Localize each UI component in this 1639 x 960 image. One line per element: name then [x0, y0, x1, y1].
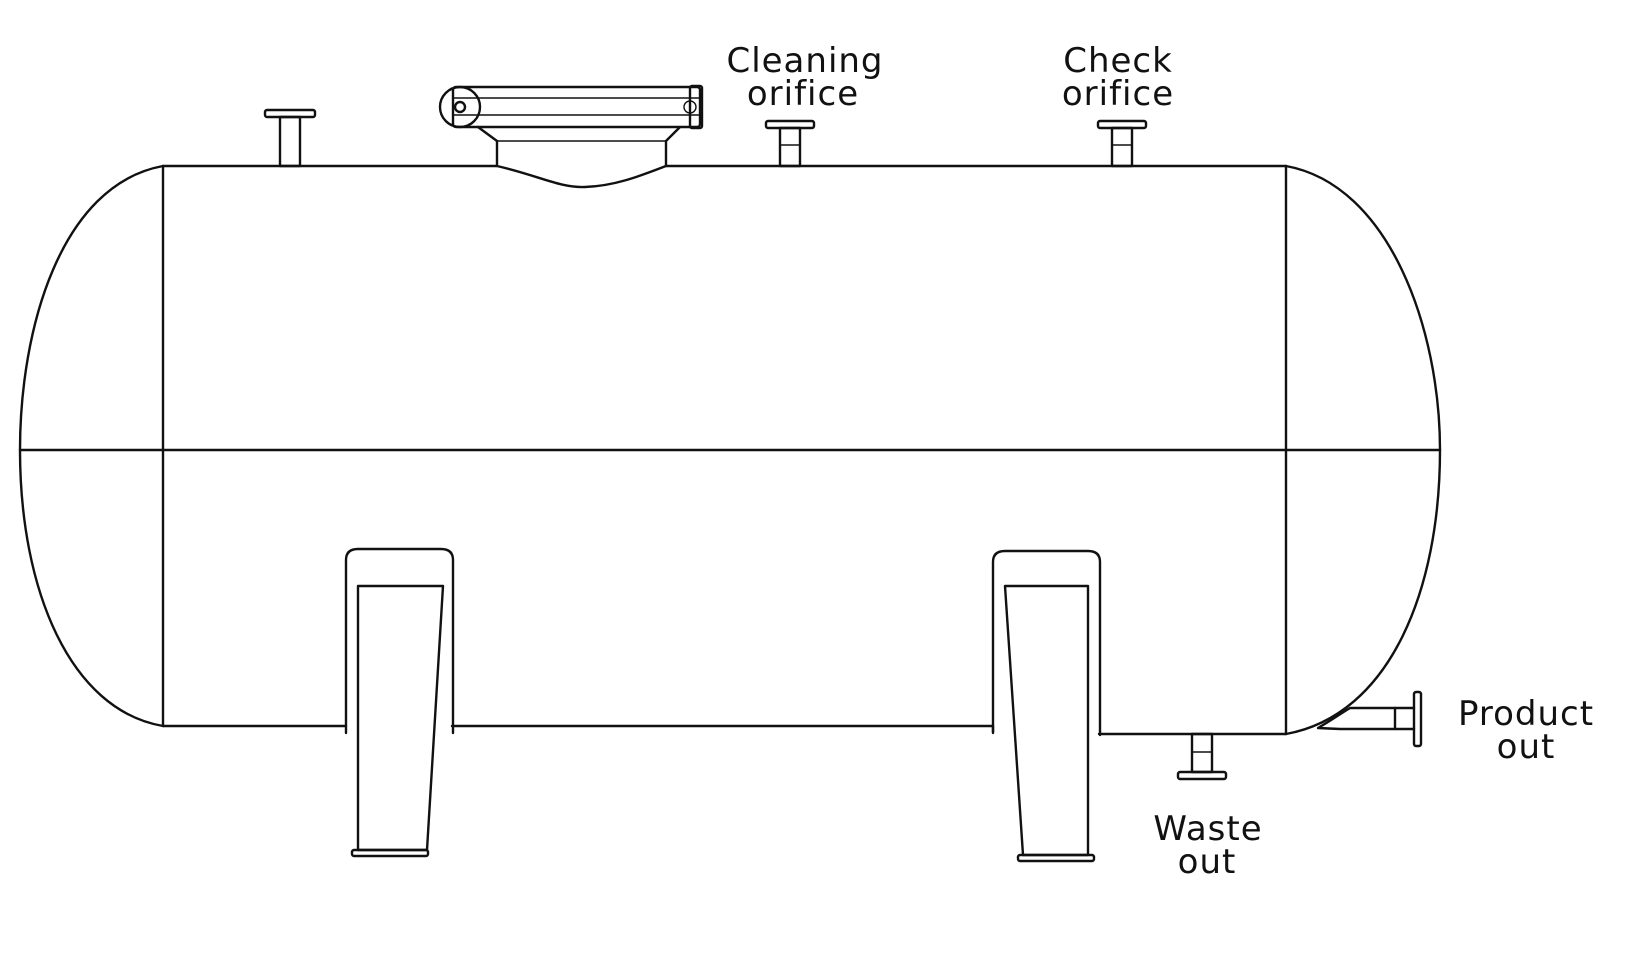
manhole-neck-bottom — [495, 164, 668, 189]
left-head — [18, 164, 165, 728]
label-check-line2: orifice — [1062, 74, 1174, 114]
label-cleaning-line2: orifice — [747, 74, 859, 114]
shell-bottom — [161, 724, 1288, 736]
label-cleaning-line1: Cleaning — [726, 41, 883, 81]
waste-out-nozzle — [1176, 732, 1228, 781]
manhole — [438, 84, 704, 168]
label-cleaning-orifice: Cleaning orifice — [726, 41, 883, 114]
label-waste-line2: out — [1178, 842, 1237, 882]
label-product-line1: Product — [1458, 694, 1594, 734]
label-product-line2: out — [1497, 727, 1556, 767]
check-orifice-nozzle — [1096, 119, 1148, 168]
vent-nozzle — [263, 108, 317, 168]
label-product-out: Product out — [1458, 694, 1594, 767]
left-saddle-support — [344, 547, 455, 858]
hinge-icon — [438, 85, 482, 129]
label-waste-out: Waste out — [1153, 809, 1262, 882]
label-check-orifice: Check orifice — [1062, 41, 1174, 114]
product-out-nozzle — [1316, 690, 1423, 748]
right-saddle-support — [991, 549, 1102, 863]
label-check-line1: Check — [1063, 41, 1173, 81]
cleaning-orifice-nozzle — [764, 119, 816, 168]
label-waste-line1: Waste — [1153, 809, 1262, 849]
